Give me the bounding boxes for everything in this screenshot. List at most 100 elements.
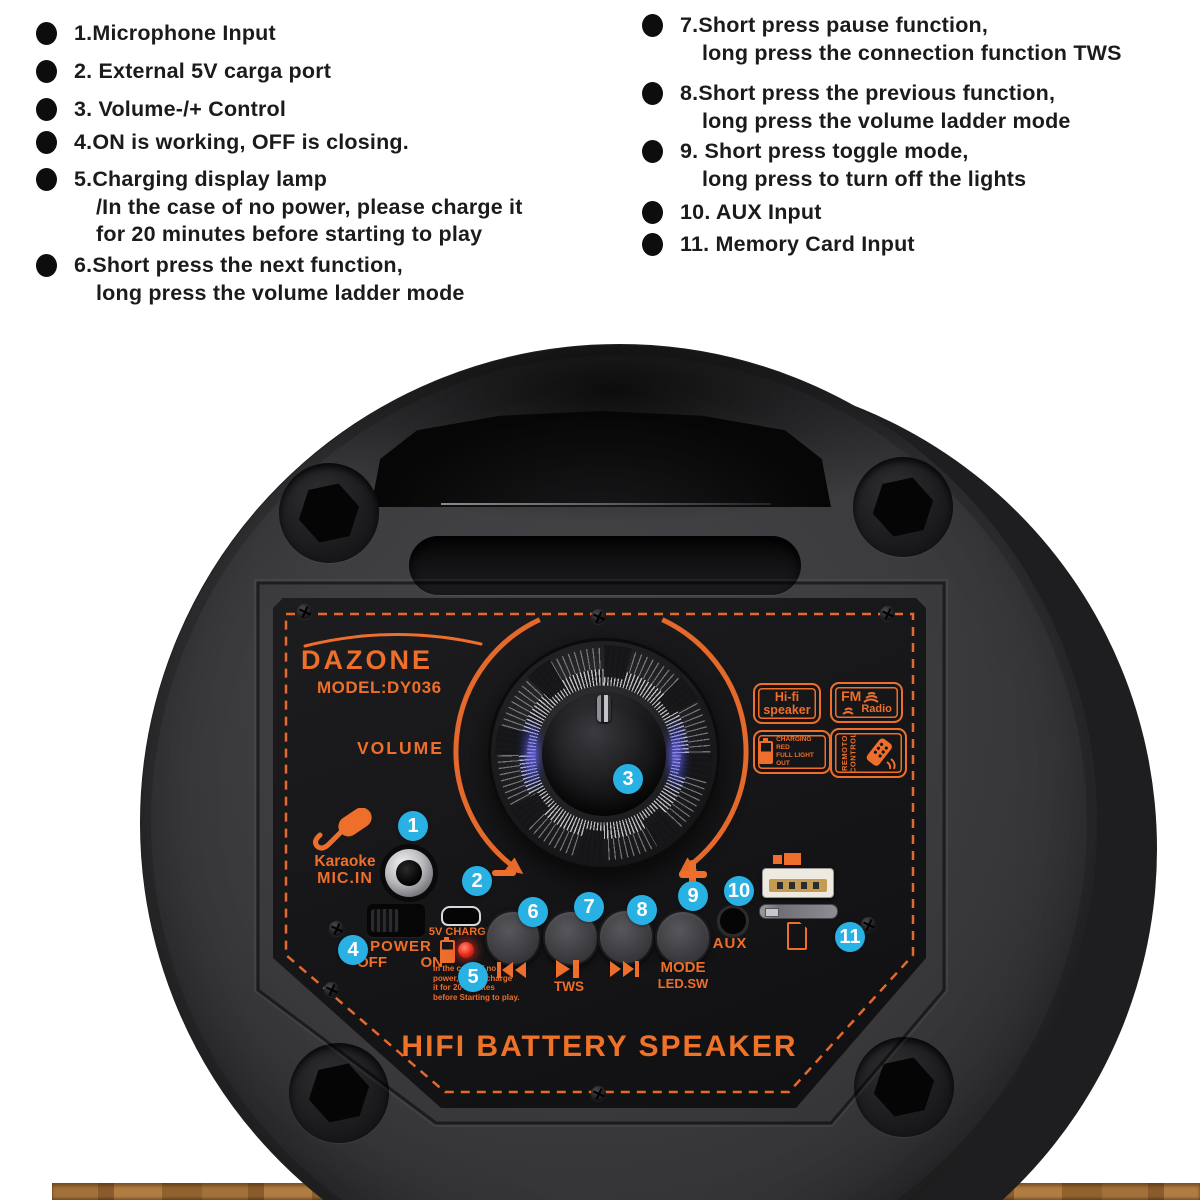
bullet-dot	[642, 233, 663, 256]
battery-icon	[440, 937, 455, 963]
panel-screw	[880, 606, 895, 621]
usb-port[interactable]	[762, 868, 834, 898]
tws-label: TWS	[554, 979, 584, 994]
callout-marker-7: 7	[574, 892, 604, 922]
bullet-dot	[36, 131, 57, 154]
annotation-text: 6.Short press the next function,	[74, 253, 403, 277]
annotation-item-1: 1.Microphone Input	[36, 20, 276, 48]
annotation-item-3: 3. Volume-/+ Control	[36, 96, 286, 124]
badge-text: Hi-fi	[774, 689, 800, 704]
bullet-dot	[36, 168, 57, 191]
aux-input-jack[interactable]	[717, 905, 749, 937]
annotation-text: 9. Short press toggle mode,	[680, 139, 969, 163]
annotation-text: 3. Volume-/+ Control	[74, 97, 287, 121]
knob-cap[interactable]	[542, 692, 666, 816]
bullet-dot	[36, 254, 57, 277]
bullet-dot	[642, 14, 663, 37]
annotation-text: for 20 minutes before starting to play	[96, 222, 483, 246]
annotation-text: 10. AUX Input	[680, 200, 822, 224]
volume-minus-sign	[492, 870, 516, 876]
microphone-icon	[313, 808, 372, 851]
usb-port-tongue	[769, 879, 827, 892]
annotation-text: 5.Charging display lamp	[74, 167, 328, 191]
callout-marker-6: 6	[518, 897, 548, 927]
power-switch[interactable]	[367, 904, 425, 937]
aux-label: AUX	[712, 935, 748, 952]
annotation-text: 7.Short press pause function,	[680, 13, 989, 37]
badge-fm-radio: FM Radio	[830, 682, 903, 723]
annotation-text: /In the case of no power, please charge …	[96, 194, 523, 219]
radio-waves-icon	[863, 691, 879, 703]
annotation-item-5: 5.Charging display lamp /In the case of …	[36, 166, 523, 249]
annotation-text: 4.ON is working, OFF is closing.	[74, 130, 409, 154]
charge-note-line: power,Please charge	[433, 974, 553, 984]
blue-led-glow-right	[665, 717, 687, 793]
annotation-item-11: 11. Memory Card Input	[642, 231, 915, 259]
power-switch-slider[interactable]	[371, 909, 399, 932]
remote-icon	[866, 738, 896, 770]
mode-button[interactable]	[655, 910, 711, 966]
charge-note-line: In the case of no	[433, 964, 497, 973]
bullet-dot	[36, 60, 57, 83]
callout-marker-9: 9	[678, 881, 708, 911]
charge-note-line: before Starting to play.	[433, 992, 520, 1002]
radio-waves-icon	[842, 707, 854, 715]
memory-card-slot[interactable]	[759, 904, 838, 919]
model-number: MODEL:DY036	[317, 678, 442, 697]
callout-marker-5: 5	[458, 962, 488, 992]
led-sw-label: LED.SW	[657, 976, 709, 991]
mode-label: MODE	[660, 959, 706, 976]
annotation-item-9: 9. Short press toggle mode, long press t…	[642, 138, 1026, 193]
previous-icon	[497, 962, 526, 978]
usb-icon	[773, 853, 801, 865]
charge-note: In the case of no power,Please charge it…	[433, 964, 553, 1002]
badge-text: speaker	[763, 702, 811, 717]
blue-led-glow-left	[521, 717, 543, 793]
badge-charging: CHARGING RED FULL LIGHT OUT	[753, 730, 831, 774]
badge-remote-control: REMOTO CONTROL	[830, 728, 907, 778]
badge-text: Radio	[861, 703, 892, 715]
annotation-text: 11. Memory Card Input	[680, 232, 915, 256]
panel-title: HIFI BATTERY SPEAKER	[401, 1030, 798, 1063]
callout-marker-3: 3	[613, 764, 643, 794]
annotation-text: long press the connection function TWS	[702, 40, 1122, 65]
volume-knob[interactable]	[488, 638, 720, 870]
charge-port-micro-usb[interactable]	[441, 906, 481, 926]
annotation-text: 2. External 5V carga port	[74, 59, 332, 83]
panel-screw	[591, 1086, 606, 1101]
bullet-dot	[642, 140, 663, 163]
annotation-text: long press to turn off the lights	[702, 166, 1027, 191]
charge-label: 5V CHARGE	[428, 926, 494, 938]
panel-screw	[324, 982, 339, 997]
dashed-border	[284, 612, 915, 1094]
handle-grip-slot[interactable]	[409, 536, 801, 595]
knob-pointer	[597, 695, 611, 722]
mic-in-label: MIC.IN	[317, 870, 373, 887]
annotation-item-2: 2. External 5V carga port	[36, 58, 331, 86]
callout-marker-2: 2	[462, 866, 492, 896]
play-pause-icon	[556, 960, 579, 978]
annotation-text: long press the volume ladder mode	[702, 108, 1071, 133]
bullet-dot	[642, 82, 663, 105]
power-label: POWER	[370, 938, 432, 955]
bullet-dot	[36, 98, 57, 121]
annotation-item-8: 8.Short press the previous function, lon…	[642, 80, 1071, 135]
bullet-dot	[36, 22, 57, 45]
panel-screw	[329, 921, 344, 936]
badge-text: FULL LIGHT OUT	[776, 752, 814, 767]
badge-text: CONTROL	[848, 732, 858, 774]
badge-text: CHARGING RED	[776, 736, 812, 751]
handle-glint	[441, 503, 771, 505]
badge-hifi-speaker: Hi-fi speaker	[753, 683, 821, 724]
control-panel: DAZONE MODEL:DY036 VOLUME	[273, 598, 926, 1108]
panel-screw	[861, 917, 876, 932]
sd-card-icon	[787, 922, 807, 950]
badge-text: FM	[841, 688, 862, 704]
volume-label: VOLUME	[357, 738, 444, 758]
annotation-text: long press the volume ladder mode	[96, 280, 465, 305]
callout-marker-1: 1	[398, 811, 428, 841]
callout-marker-11: 11	[835, 922, 865, 952]
next-icon	[610, 961, 639, 977]
handle-opening	[371, 411, 831, 507]
